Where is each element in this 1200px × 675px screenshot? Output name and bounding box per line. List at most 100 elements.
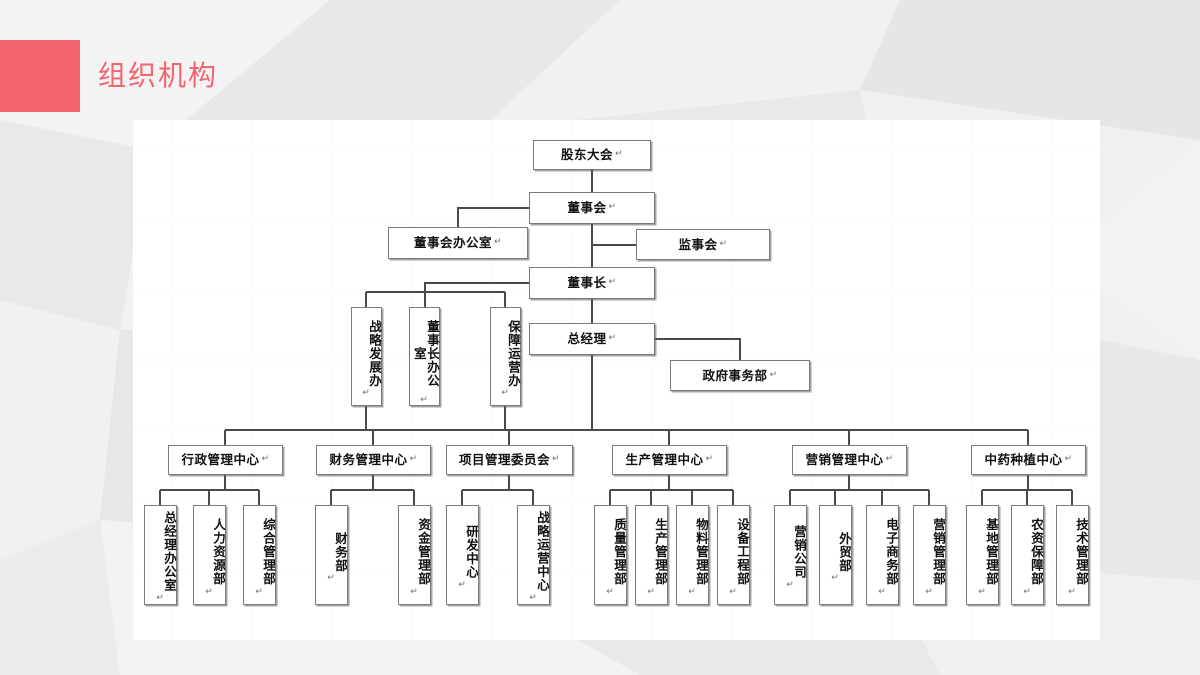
paragraph-mark-icon: ↵: [493, 237, 503, 248]
paragraph-mark-icon: ↵: [327, 573, 336, 584]
paragraph-mark-icon: ↵: [529, 593, 538, 604]
org-node-label: 营销管理中心: [805, 452, 884, 468]
org-node-c6[interactable]: 中药种植中心↵: [971, 445, 1086, 475]
org-node-label: 董事会办公室: [413, 235, 492, 251]
paragraph-mark-icon: ↵: [885, 454, 894, 465]
org-node-d1[interactable]: 总经理办公室↵: [144, 505, 177, 605]
org-node-d5[interactable]: 资金管理部↵: [398, 505, 431, 605]
org-node-label: 总经理: [567, 331, 607, 347]
org-node-c2[interactable]: 财务管理中心↵: [316, 445, 431, 475]
org-node-label: 中药种植中心: [984, 452, 1063, 468]
org-node-label: 监事会: [678, 236, 718, 252]
org-node-label: 电子商务部: [884, 518, 899, 586]
org-node-d2[interactable]: 人力资源部↵: [193, 505, 226, 605]
org-node-d17[interactable]: 农资保障部↵: [1011, 505, 1044, 605]
org-node-d10[interactable]: 物料管理部↵: [676, 505, 709, 605]
connector-lines: [159, 170, 1073, 505]
org-node-label: 战略运营中心: [535, 511, 550, 593]
org-node-label: 人力资源部: [211, 518, 226, 586]
org-node-c5[interactable]: 营销管理中心↵: [792, 445, 907, 475]
org-node-label: 基地管理部: [984, 518, 999, 586]
org-node-d4[interactable]: 财务部↵: [315, 505, 348, 605]
paragraph-mark-icon: ↵: [878, 586, 887, 597]
paragraph-mark-icon: ↵: [786, 579, 795, 590]
org-node-label: 资金管理部: [416, 518, 431, 586]
org-node-label: 营销管理部: [931, 518, 946, 586]
org-node-n10[interactable]: 战略发展办↵: [351, 307, 382, 406]
org-node-n7[interactable]: 政府事务部↵: [670, 360, 810, 391]
org-node-d7[interactable]: 战略运营中心↵: [517, 505, 550, 605]
org-node-label: 生产管理中心: [625, 452, 704, 468]
paragraph-mark-icon: ↵: [261, 454, 270, 465]
org-node-d18[interactable]: 技术管理部↵: [1056, 505, 1089, 605]
org-node-d15[interactable]: 营销管理部↵: [913, 505, 946, 605]
paragraph-mark-icon: ↵: [831, 573, 840, 584]
org-node-n9[interactable]: 董事长办公室↵: [409, 307, 440, 406]
paragraph-mark-icon: ↵: [362, 388, 371, 399]
org-node-label: 财务部: [333, 531, 348, 573]
paragraph-mark-icon: ↵: [1064, 454, 1073, 465]
org-node-d3[interactable]: 综合管理部↵: [243, 505, 276, 605]
org-node-d11[interactable]: 设备工程部↵: [717, 505, 750, 605]
org-chart: 股东大会↵董事会↵董事会办公室↵监事会↵董事长↵总经理↵政府事务部↵保障运营办↵…: [133, 120, 1100, 640]
paragraph-mark-icon: ↵: [501, 388, 510, 399]
org-node-label: 外贸部: [837, 531, 852, 573]
org-node-n8[interactable]: 保障运营办↵: [490, 307, 521, 406]
org-node-label: 政府事务部: [702, 367, 768, 383]
org-node-d6[interactable]: 研发中心↵: [446, 505, 479, 605]
org-node-d12[interactable]: 营销公司↵: [774, 505, 807, 605]
paragraph-mark-icon: ↵: [688, 586, 697, 597]
org-node-label: 生产管理部: [653, 518, 668, 586]
org-node-label: 设备工程部: [735, 518, 750, 586]
org-node-label: 董事会: [567, 200, 607, 216]
org-node-label: 董事长办公室: [411, 319, 440, 388]
org-node-d16[interactable]: 基地管理部↵: [966, 505, 999, 605]
paragraph-mark-icon: ↵: [255, 586, 264, 597]
paragraph-mark-icon: ↵: [729, 586, 738, 597]
org-node-label: 股东大会: [560, 147, 613, 163]
paragraph-mark-icon: ↵: [409, 454, 418, 465]
org-chart-panel: 股东大会↵董事会↵董事会办公室↵监事会↵董事长↵总经理↵政府事务部↵保障运营办↵…: [133, 120, 1100, 640]
org-node-d14[interactable]: 电子商务部↵: [866, 505, 899, 605]
paragraph-mark-icon: ↵: [614, 149, 624, 160]
paragraph-mark-icon: ↵: [978, 586, 987, 597]
org-node-label: 综合管理部: [261, 518, 276, 586]
accent-block: [0, 40, 80, 112]
org-node-n6[interactable]: 总经理↵: [529, 323, 655, 355]
org-node-n5[interactable]: 董事长↵: [529, 267, 655, 299]
paragraph-mark-icon: ↵: [769, 369, 778, 380]
org-node-n2[interactable]: 董事会↵: [529, 192, 655, 224]
paragraph-mark-icon: ↵: [410, 586, 419, 597]
org-node-c1[interactable]: 行政管理中心↵: [168, 445, 283, 475]
org-node-label: 董事长: [567, 275, 607, 291]
org-node-label: 营销公司: [792, 524, 807, 579]
paragraph-mark-icon: ↵: [606, 586, 615, 597]
paragraph-mark-icon: ↵: [925, 586, 934, 597]
org-node-label: 农资保障部: [1029, 518, 1044, 586]
org-node-label: 技术管理部: [1074, 518, 1089, 586]
paragraph-mark-icon: ↵: [608, 277, 617, 288]
org-node-d8[interactable]: 质量管理部↵: [594, 505, 627, 605]
org-node-label: 总经理办公室: [162, 511, 177, 593]
page-title: 组织机构: [98, 59, 219, 92]
org-node-label: 质量管理部: [612, 518, 627, 586]
paragraph-mark-icon: ↵: [608, 333, 617, 344]
org-node-c4[interactable]: 生产管理中心↵: [612, 445, 727, 475]
org-node-label: 财务管理中心: [329, 452, 408, 468]
paragraph-mark-icon: ↵: [1023, 586, 1032, 597]
paragraph-mark-icon: ↵: [719, 238, 728, 249]
paragraph-mark-icon: ↵: [551, 454, 561, 465]
org-node-n1[interactable]: 股东大会↵: [533, 140, 651, 170]
paragraph-mark-icon: ↵: [608, 202, 617, 213]
org-node-label: 研发中心: [464, 524, 479, 579]
org-node-label: 保障运营办: [506, 319, 521, 388]
org-node-n3[interactable]: 董事会办公室↵: [388, 227, 528, 259]
org-node-c3[interactable]: 项目管理委员会↵: [446, 445, 573, 475]
org-node-label: 物料管理部: [694, 518, 709, 586]
org-node-d13[interactable]: 外贸部↵: [819, 505, 852, 605]
org-node-d9[interactable]: 生产管理部↵: [635, 505, 668, 605]
org-node-label: 战略发展办: [367, 319, 382, 388]
paragraph-mark-icon: ↵: [1068, 586, 1077, 597]
org-node-label: 项目管理委员会: [458, 452, 550, 468]
org-node-n4[interactable]: 监事会↵: [636, 229, 770, 260]
